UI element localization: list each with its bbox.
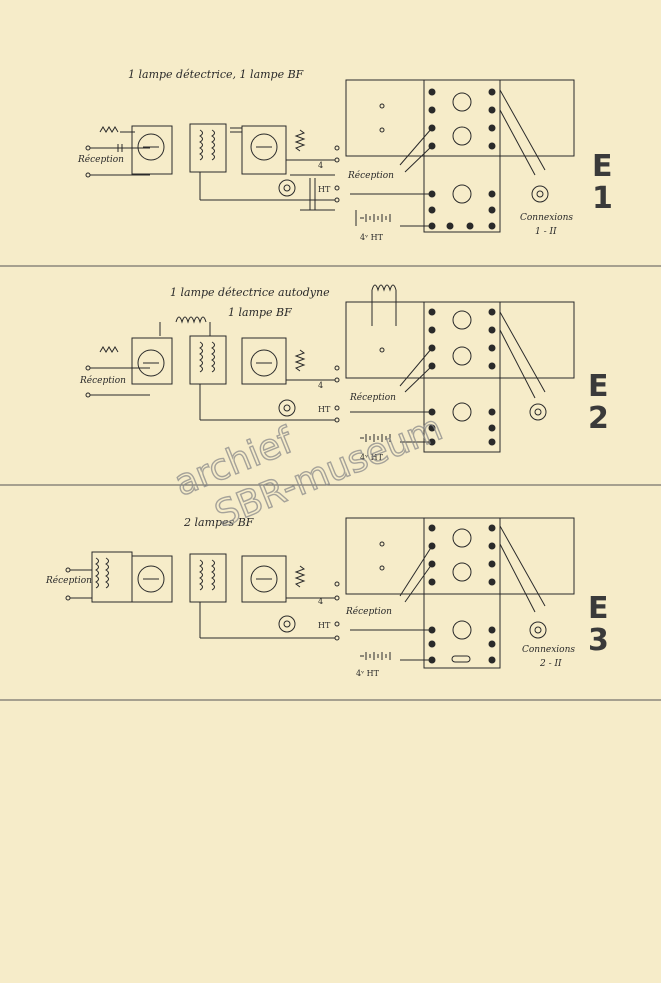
section-number: 2 bbox=[588, 401, 609, 436]
reception-label: Réception bbox=[79, 375, 126, 386]
schematic bbox=[85, 316, 340, 423]
battery-label: 4ᵛ HT bbox=[360, 453, 384, 462]
section-title: 2 lampes BF bbox=[183, 516, 254, 529]
volt-label: 4 bbox=[318, 161, 323, 170]
panel bbox=[345, 284, 575, 453]
section-number: 1 bbox=[592, 181, 613, 216]
ht-label: HT bbox=[318, 405, 331, 414]
volt-label: 4 bbox=[318, 381, 323, 390]
section-number: 3 bbox=[588, 623, 609, 658]
lamp-1 bbox=[137, 133, 165, 161]
lamp-2 bbox=[250, 349, 278, 377]
connexions-label: Connexions bbox=[520, 213, 573, 223]
ht-label: HT bbox=[318, 185, 331, 194]
section-letter: E bbox=[592, 149, 613, 184]
section-title-2: 1 lampe BF bbox=[228, 306, 292, 319]
lamp-1 bbox=[137, 565, 165, 593]
battery-label: 4ᵛ HT bbox=[356, 669, 380, 678]
panel-reception-label: Réception bbox=[345, 606, 392, 617]
panel bbox=[345, 517, 575, 669]
reception-label: Réception bbox=[45, 575, 92, 586]
section-title: 1 lampe détectrice autodyne bbox=[170, 286, 330, 299]
schematic bbox=[65, 551, 340, 641]
section-title: 1 lampe détectrice, 1 lampe BF bbox=[128, 68, 304, 81]
panel-reception-label: Réception bbox=[349, 392, 396, 403]
connexions-code: 2 - II bbox=[539, 659, 562, 669]
panel bbox=[345, 79, 575, 233]
battery-label: 4ᵛ HT bbox=[360, 233, 384, 242]
reception-label: Réception bbox=[77, 154, 124, 165]
section-letter: E bbox=[588, 369, 609, 404]
section-letter: E bbox=[588, 591, 609, 626]
ht-label: HT bbox=[318, 621, 331, 630]
section-e1: 1 lampe détectrice, 1 lampe BF bbox=[77, 68, 613, 242]
connexions-code: 1 - II bbox=[535, 227, 557, 237]
connexions-label: Connexions bbox=[522, 645, 575, 655]
panel-reception-label: Réception bbox=[347, 170, 394, 181]
lamp-2 bbox=[250, 133, 278, 161]
section-e2: 1 lampe détectrice autodyne 1 lampe BF bbox=[79, 284, 609, 462]
section-e3: 2 lampes BF Réception 4 bbox=[45, 516, 609, 678]
schematic bbox=[85, 123, 340, 211]
volt-label: 4 bbox=[318, 597, 323, 606]
lamp-2 bbox=[250, 565, 278, 593]
lamp-1 bbox=[137, 349, 165, 377]
